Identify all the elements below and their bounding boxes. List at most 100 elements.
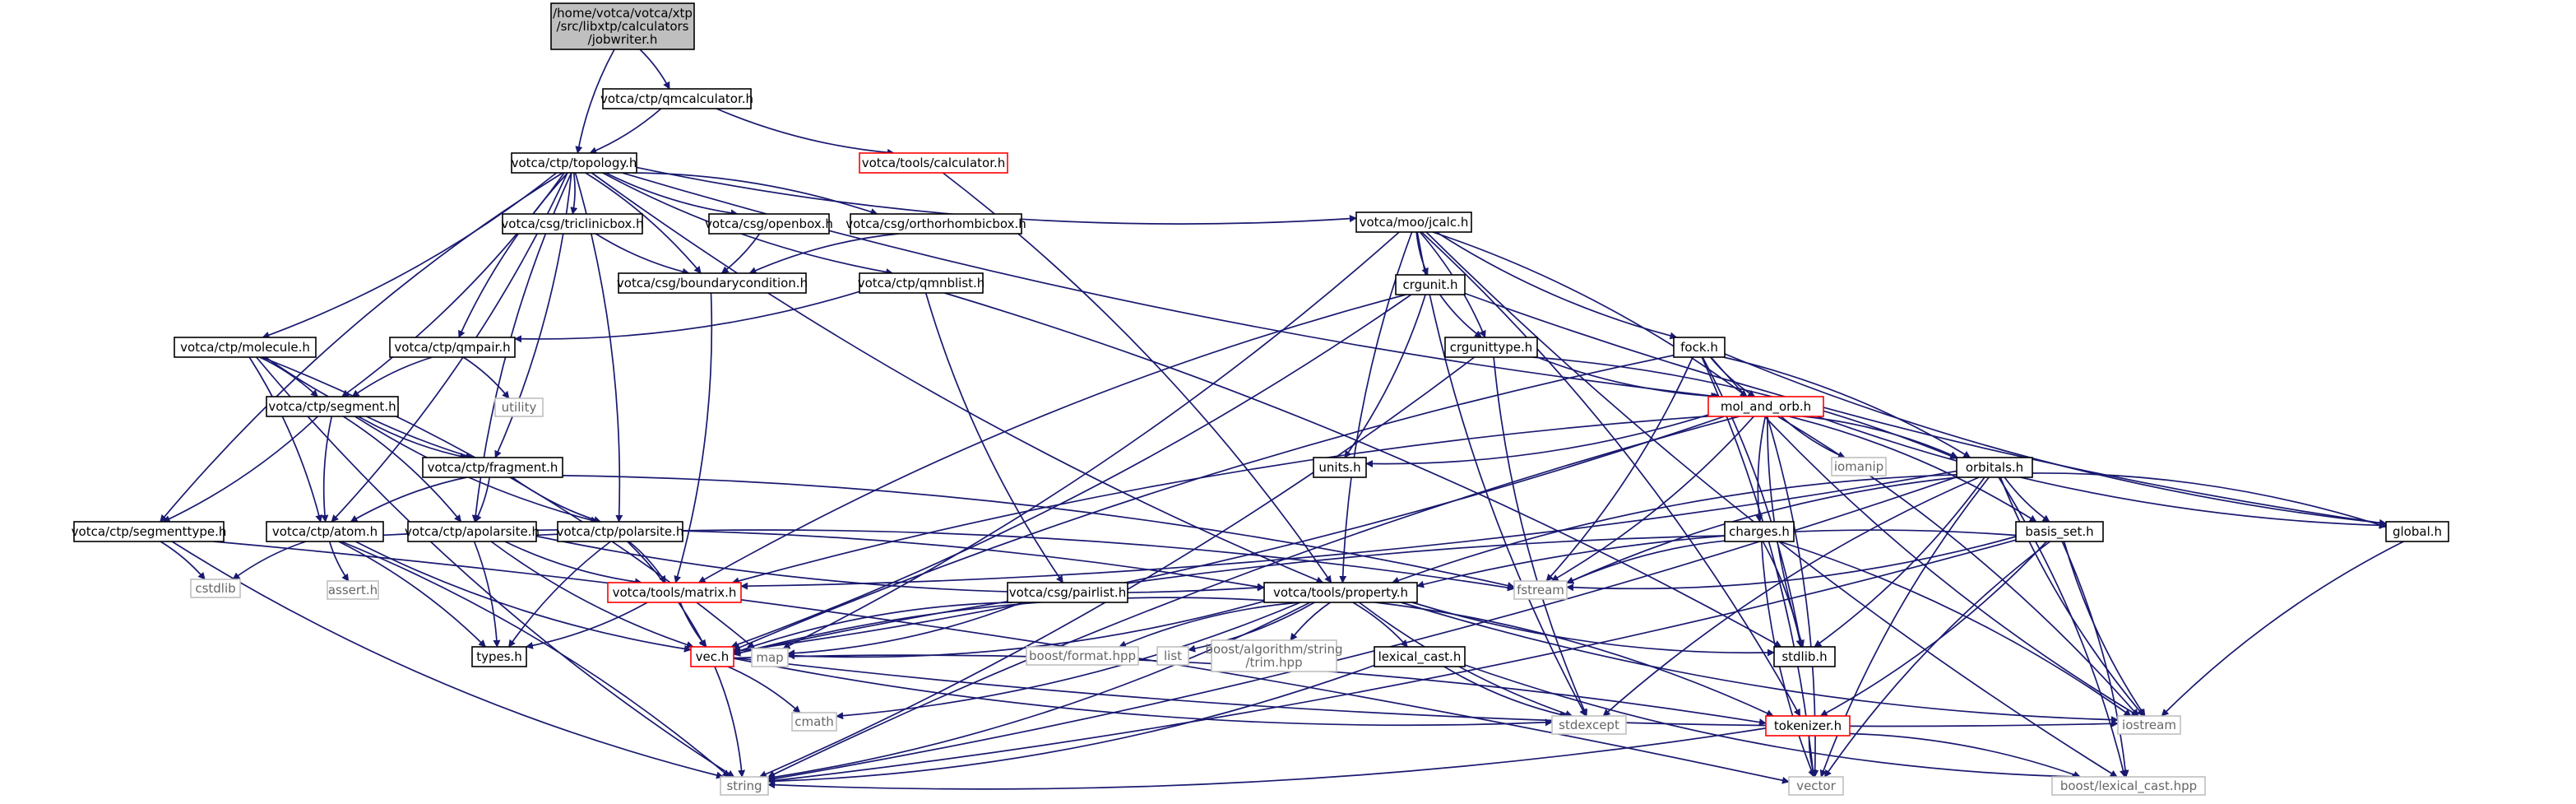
node-label: votca/csg/pairlist.h (1009, 585, 1126, 600)
node-votca-ctp-qmpair-h[interactable]: votca/ctp/qmpair.h (389, 337, 516, 358)
include-edge-n16-to-n20 (358, 416, 468, 460)
node-votca-ctp-apolarsite-h[interactable]: votca/ctp/apolarsite.h (405, 521, 540, 542)
node-label: string (726, 778, 762, 793)
include-edge-n2-to-n22 (160, 172, 563, 523)
node-charges-h[interactable]: charges.h (1724, 521, 1795, 542)
node-basis-set-h[interactable]: basis_set.h (2015, 521, 2104, 542)
node-map: map (751, 648, 789, 667)
node-box (1156, 646, 1189, 666)
node-box (266, 396, 399, 417)
node-label: list (1164, 648, 1182, 663)
include-edge-n27-to-n48 (1823, 541, 2051, 778)
include-edge-n13-to-n17 (1536, 356, 1721, 401)
node-votca-ctp-qmnblist-h[interactable]: votca/ctp/qmnblist.h (858, 272, 985, 294)
node-votca-csg-openbox-h[interactable]: votca/csg/openbox.h (705, 213, 833, 235)
node-votca-tools-matrix-h[interactable]: votca/tools/matrix.h (607, 582, 742, 603)
include-edge-n34-to-n43 (836, 602, 1301, 720)
node-label: votca/ctp/polarsite.h (557, 524, 684, 539)
node-votca-ctp-molecule-h[interactable]: votca/ctp/molecule.h (174, 337, 317, 358)
node-mol-and-orb-h[interactable]: mol_and_orb.h (1707, 396, 1824, 417)
node-box (1263, 582, 1418, 603)
include-edge-n12-to-n16 (351, 356, 433, 397)
include-edge-n14-to-n42 (1702, 356, 1804, 648)
node-votca-ctp-fragment-h[interactable]: votca/ctp/fragment.h (422, 457, 563, 478)
include-edge-n45-to-n48 (1808, 735, 1817, 778)
node-vec-h[interactable]: vec.h (690, 646, 734, 667)
node-box (502, 213, 643, 235)
include-edge-n17-to-n18 (1365, 414, 1709, 468)
node-votca-csg-orthorhombicbox-h[interactable]: votca/csg/orthorhombicbox.h (846, 213, 1026, 235)
node-box (1211, 639, 1337, 672)
include-edge-n16-to-n24 (342, 416, 462, 523)
node-tokenizer-h[interactable]: tokenizer.h (1765, 715, 1851, 737)
node-votca-moo-jcalc-h[interactable]: votca/moo/jcalc.h (1355, 211, 1472, 233)
node-label: global.h (2393, 524, 2442, 539)
node-orbitals-h[interactable]: orbitals.h (1956, 457, 2033, 478)
include-edge-n27-to-n49 (2061, 541, 2129, 778)
node-list: list (1156, 646, 1189, 666)
node-votca-ctp-qmcalculator-h[interactable]: votca/ctp/qmcalculator.h (600, 88, 753, 109)
node-votca-ctp-segment-h[interactable]: votca/ctp/segment.h (266, 396, 399, 417)
node-boost-lexical-cast-hpp: boost/lexical_cast.hpp (2051, 776, 2206, 796)
node-label: types.h (476, 649, 522, 664)
node-votca-ctp-segmenttype-h[interactable]: votca/ctp/segmenttype.h (72, 521, 227, 542)
node-units-h[interactable]: units.h (1313, 457, 1367, 478)
include-edge-n7-to-n17 (1432, 231, 1748, 397)
include-edge-n34-to-n37 (733, 597, 1265, 657)
include-edge-n14-to-n21 (1723, 356, 1971, 458)
include-edge-n34-to-n38 (1119, 602, 1301, 648)
node-label: fstream (1517, 583, 1564, 597)
include-edge-n2-to-n20 (494, 172, 572, 458)
node-label: votca/csg/orthorhombicbox.h (846, 216, 1026, 231)
node-fock-h[interactable]: fock.h (1673, 337, 1726, 358)
node-label: votca/tools/calculator.h (862, 156, 1006, 170)
node-box (602, 88, 752, 109)
node-votca-tools-property-h[interactable]: votca/tools/property.h (1263, 582, 1418, 603)
node-box (1007, 582, 1128, 603)
node-label: votca/csg/boundarycondition.h (617, 276, 808, 290)
node-box (859, 272, 984, 294)
node-label: votca/ctp/fragment.h (428, 460, 558, 475)
node-votca-tools-calculator-h[interactable]: votca/tools/calculator.h (859, 152, 1008, 174)
node-label: votca/ctp/qmnblist.h (858, 276, 985, 290)
node-stdlib-h[interactable]: stdlib.h (1773, 646, 1836, 667)
node-votca-csg-boundarycondition-h[interactable]: votca/csg/boundarycondition.h (617, 272, 808, 294)
node-label: stdexcept (1559, 718, 1619, 732)
node-votca-ctp-atom-h[interactable]: votca/ctp/atom.h (266, 521, 384, 542)
node-box (1724, 521, 1795, 542)
node-votca-ctp-polarsite-h[interactable]: votca/ctp/polarsite.h (557, 521, 684, 542)
include-edge-n24-to-n31 (504, 541, 642, 586)
node-label: orbitals.h (1966, 460, 2023, 475)
node-votca-csg-pairlist-h[interactable]: votca/csg/pairlist.h (1007, 582, 1128, 603)
include-edge-n28-to-n46 (2161, 541, 2404, 717)
node-lexical-cast-h[interactable]: lexical_cast.h (1374, 646, 1466, 667)
node-label: votca/csg/openbox.h (705, 216, 833, 231)
include-edge-n26-to-n37 (733, 535, 1726, 657)
node-types-h[interactable]: types.h (471, 646, 527, 667)
include-edge-n27-to-n47 (767, 539, 2017, 784)
include-edge-n34-to-n39 (1188, 602, 1315, 653)
node-votca-ctp-topology-h[interactable]: votca/ctp/topology.h (511, 152, 637, 174)
include-edge-n34-to-n44 (1358, 602, 1573, 718)
node-votca-csg-triclinicbox-h[interactable]: votca/csg/triclinicbox.h (501, 213, 644, 235)
node-label: lexical_cast.h (1378, 649, 1462, 665)
node-crgunit-h[interactable]: crgunit.h (1395, 274, 1466, 295)
node-box (471, 646, 527, 667)
include-edge-n41-to-n44 (1443, 666, 1568, 718)
node-box (190, 579, 241, 598)
node-home-votca-votca-xtp-src-libxtp-calculators-jobwriter-h[interactable]: /home/votca/votca/xtp/src/libxtp/calcula… (550, 2, 695, 50)
include-edge-n34-to-n42 (1411, 602, 1775, 657)
node-label: votca/moo/jcalc.h (1360, 215, 1469, 230)
include-edge-n27-to-n32 (1566, 536, 2017, 592)
node-global-h[interactable]: global.h (2385, 521, 2449, 542)
node-crgunittype-h[interactable]: crgunittype.h (1444, 337, 1538, 358)
include-edge-n14-to-n48 (1701, 356, 1817, 778)
include-edge-n8-to-n31 (674, 292, 713, 583)
include-edge-n41-to-n47 (767, 664, 1375, 785)
node-iomanip: iomanip (1831, 457, 1887, 476)
include-edge-n21-to-n32 (1566, 476, 1958, 584)
node-label: vector (1796, 778, 1836, 793)
include-edge-n21-to-n46 (1999, 476, 2145, 717)
include-edge-n22-to-n47 (171, 541, 725, 779)
node-label: votca/ctp/qmcalculator.h (600, 91, 753, 106)
